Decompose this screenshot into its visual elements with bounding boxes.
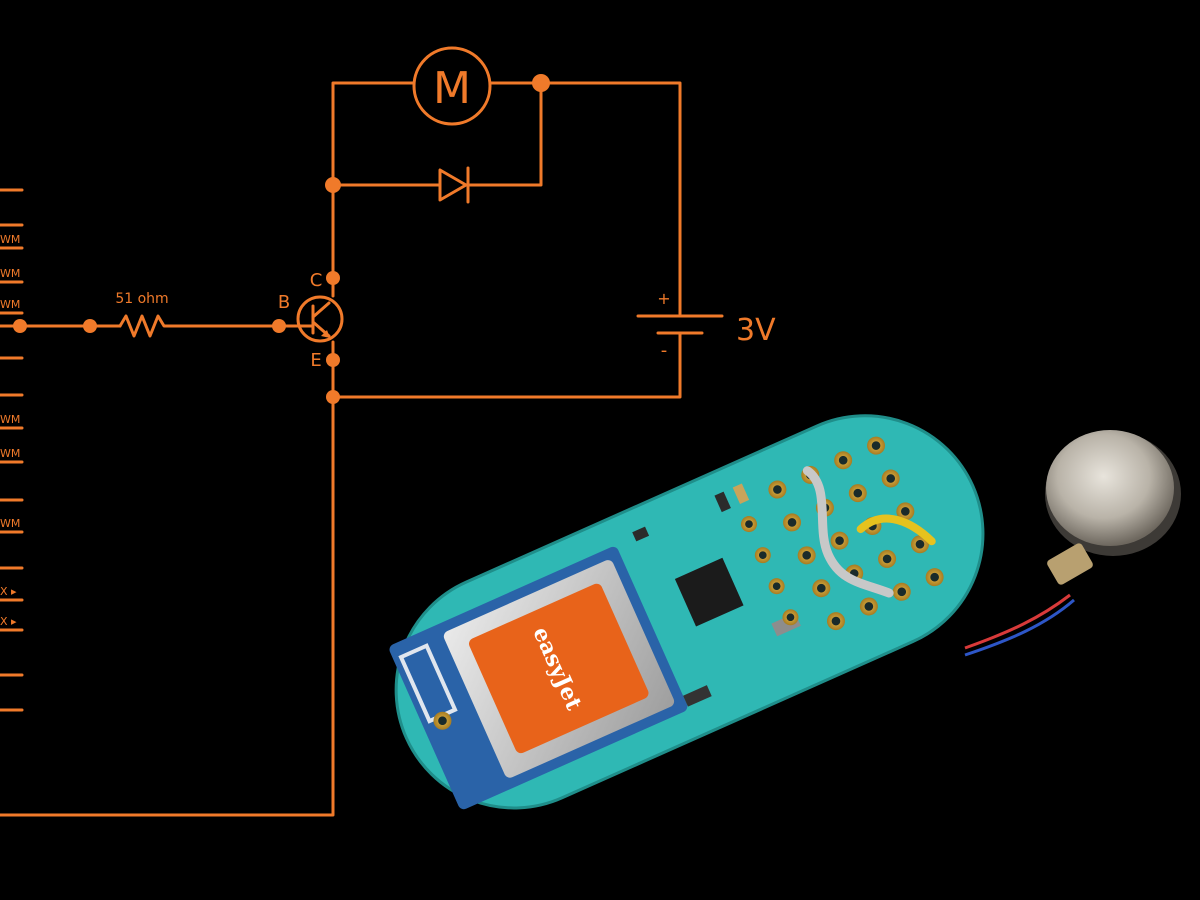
pcb-board: easyJet (389, 414, 985, 810)
header-pin-label: WM (0, 447, 20, 460)
through-hole-pad (797, 546, 816, 565)
yellow-jumper-wire (856, 514, 936, 546)
battery-voltage: 3V (736, 313, 776, 348)
motor-label: M (433, 63, 471, 114)
motor-disc-face (1046, 430, 1174, 546)
through-hole-pad (812, 579, 831, 598)
npn-transistor: C B E (277, 270, 344, 371)
junction-dot (13, 319, 27, 333)
header-pin-label: WM (0, 517, 20, 530)
module-label-sticker (469, 583, 649, 754)
junction-dot (326, 390, 340, 404)
through-hole-pad (740, 516, 757, 533)
through-hole-pad (881, 469, 900, 488)
through-hole-pad (783, 513, 802, 532)
header-pin-label: WM (0, 298, 20, 311)
header-pin-label: WM (0, 413, 20, 426)
resistor: 51 ohm (115, 291, 286, 338)
through-hole-pad (878, 549, 897, 568)
resistor-label: 51 ohm (115, 291, 168, 307)
blue-lead (964, 598, 1075, 657)
through-hole-pad (834, 451, 853, 470)
microcontroller-chip (674, 557, 744, 627)
battery-symbol: + - 3V (636, 289, 776, 361)
header-pin-label: WM (0, 233, 20, 246)
red-lead (964, 593, 1071, 650)
junction-dot (325, 177, 341, 193)
through-hole-pad (830, 531, 849, 550)
through-hole-pad (768, 480, 787, 499)
base-wire (0, 319, 122, 333)
through-hole-pad (867, 436, 886, 455)
collector-label: C (310, 270, 323, 291)
vibration-motor (964, 430, 1181, 657)
through-hole-pad (925, 568, 944, 587)
through-hole-pad (896, 502, 915, 521)
header-pin-label: X ▸ (0, 615, 17, 628)
through-hole-pad (826, 612, 845, 631)
junction-dot (532, 74, 550, 92)
motor-tab (1047, 543, 1093, 585)
motor-symbol: M (412, 46, 492, 126)
header-pin-column: WM WM WM WM WM WM X ▸ X ▸ (0, 188, 24, 712)
battery-minus: - (661, 340, 668, 361)
grey-jumper-wire (802, 466, 894, 598)
schematic: WM WM WM WM WM WM X ▸ X ▸ 51 ohm C B (0, 46, 776, 817)
emitter-label: E (310, 350, 321, 371)
through-hole-pad (782, 609, 799, 626)
header-pin-label: X ▸ (0, 585, 17, 598)
through-hole-pad (848, 484, 867, 503)
through-hole-pad (754, 547, 771, 564)
flyback-diode (438, 166, 470, 204)
junction-dot (83, 319, 97, 333)
header-pin-label: WM (0, 267, 20, 280)
through-hole-pad (892, 582, 911, 601)
edge-pads (433, 711, 452, 730)
through-hole-pads (740, 436, 944, 631)
through-hole-pad (768, 578, 785, 595)
battery-plus: + (657, 289, 670, 308)
circuit-wires (0, 74, 682, 817)
through-hole-pad (859, 597, 878, 616)
base-label: B (278, 292, 290, 313)
